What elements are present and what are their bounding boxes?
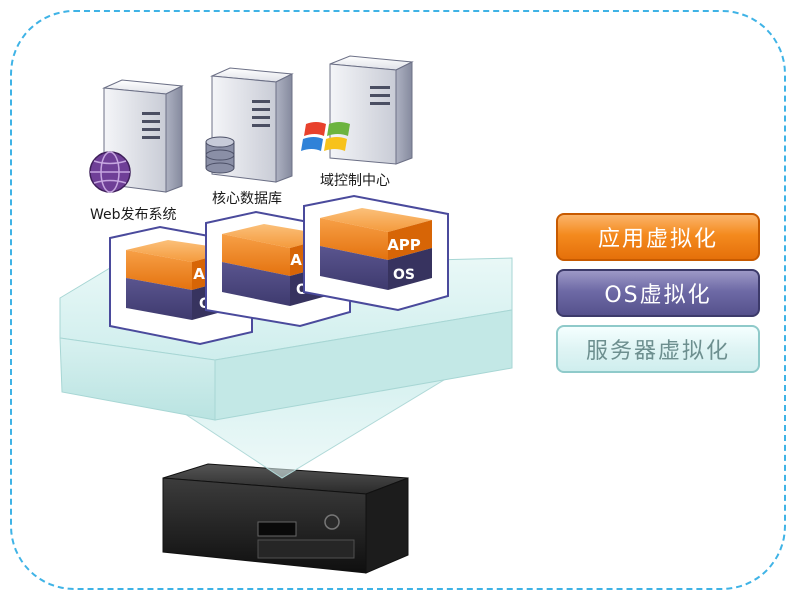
legend-app-virtualization: 应用虚拟化: [556, 213, 760, 261]
app-layer-label: APP: [387, 236, 421, 254]
physical-server-icon: [162, 463, 409, 574]
server-label-web: Web发布系统: [90, 207, 177, 223]
legend-app-label: 应用虚拟化: [597, 227, 718, 252]
server-label-domain: 域控制中心: [320, 173, 390, 189]
database-icon: [205, 136, 235, 174]
server-tower-web: [89, 79, 184, 193]
server-label-database: 核心数据库: [212, 191, 282, 207]
globe-icon: [89, 151, 131, 193]
os-layer-label: OS: [393, 267, 415, 283]
legend-os-virtualization: OS虚拟化: [556, 269, 760, 317]
legend-server-virtualization: 服务器虚拟化: [556, 325, 760, 373]
server-tower-domain: [301, 55, 414, 165]
server-tower-database: [205, 67, 294, 183]
windows-logo-icon: [301, 122, 350, 151]
diagram-frame: [10, 10, 786, 590]
legend-os-label: OS虚拟化: [604, 283, 712, 308]
vm-stack-3: APP OS: [303, 194, 449, 312]
legend-server-label: 服务器虚拟化: [585, 339, 730, 364]
